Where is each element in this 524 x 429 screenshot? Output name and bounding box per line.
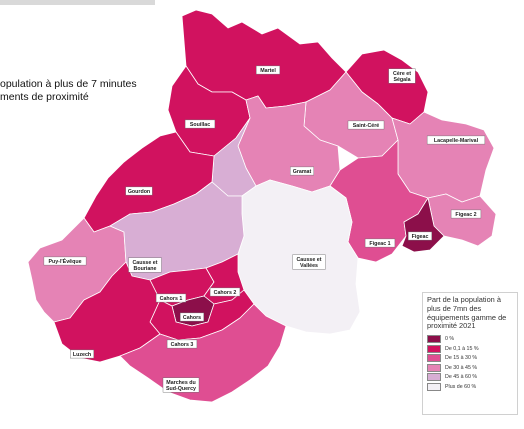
region-label-box — [347, 120, 385, 130]
region-label: Gourdon — [125, 186, 153, 196]
region-label-box — [256, 65, 281, 75]
region-label: Cahors 2 — [209, 287, 241, 297]
region-label-text: Saint-Céré — [353, 123, 380, 129]
legend-row: De 15 à 30 % — [427, 354, 513, 363]
region-label-box — [184, 119, 216, 129]
region-label-box — [450, 209, 482, 219]
region-label: Gramat — [290, 166, 315, 176]
legend-row: De 0,1 à 15 % — [427, 344, 513, 354]
region-label-text: Cahors 3 — [171, 342, 194, 348]
region-label: Puy-l'Évêque — [43, 256, 87, 266]
legend-label: Plus de 60 % — [445, 383, 477, 390]
legend-title: Part de la population à plus de 7mn des … — [427, 295, 507, 331]
legend-swatch — [427, 354, 441, 363]
region-label-box — [69, 349, 94, 359]
legend-label: De 15 à 30 % — [445, 355, 478, 362]
region-label: Cahors 1 — [155, 293, 187, 303]
region-label-box — [408, 231, 433, 241]
region-label: Figeac — [408, 231, 433, 241]
legend-label: 0 % — [445, 336, 455, 343]
region-label-text: Gramat — [293, 169, 312, 175]
region-label: Figeac 1 — [364, 238, 396, 248]
legend-row: 0 % — [427, 335, 513, 344]
legend-swatch — [427, 363, 441, 372]
region-label-text: Lacapelle-Marival — [434, 138, 479, 144]
region-label: Luzech — [69, 349, 94, 359]
region-label-text: Cahors 1 — [160, 296, 183, 302]
region-label-text: Figeac 2 — [455, 212, 476, 218]
region-label: Martel — [256, 65, 281, 75]
legend-row: De 30 à 45 % — [427, 363, 513, 373]
region-label: Lacapelle-Marival — [426, 135, 486, 145]
region-label-box — [292, 254, 326, 270]
region-label-box — [290, 166, 315, 176]
region-label: Souillac — [184, 119, 216, 129]
legend-row: De 45 à 60 % — [427, 373, 513, 382]
legend-swatch — [427, 373, 441, 382]
region-label-box — [155, 293, 187, 303]
legend-row: Plus de 60 % — [427, 382, 513, 392]
region-label-text: Figeac — [412, 234, 429, 240]
region-label-box — [179, 312, 204, 322]
region-label-box — [388, 68, 416, 84]
legend-label: De 30 à 45 % — [445, 364, 478, 371]
region-marches-du-sud-quercy[interactable] — [119, 303, 287, 403]
legend-label: De 0,1 à 15 % — [445, 345, 479, 352]
region-label-box — [43, 256, 87, 266]
map-legend: Part de la population à plus de 7mn des … — [422, 292, 518, 415]
region-label-box — [209, 287, 241, 297]
legend-swatch — [427, 382, 441, 391]
region-label-text: Puy-l'Évêque — [48, 257, 81, 265]
region-label-box — [426, 135, 486, 145]
region-label-text: Gourdon — [128, 189, 150, 195]
region-label-box — [166, 339, 198, 349]
legend-swatch — [427, 335, 441, 344]
region-label: Cahors — [179, 312, 204, 322]
region-label-box — [364, 238, 396, 248]
top-bar — [0, 0, 155, 5]
region-label-text: Luzech — [73, 352, 91, 358]
region-label: Cahors 3 — [166, 339, 198, 349]
legend-swatch — [427, 344, 441, 353]
region-label: Figeac 2 — [450, 209, 482, 219]
legend-label: De 45 à 60 % — [445, 374, 478, 381]
region-label-box — [162, 377, 200, 393]
region-label-text: Cahors 2 — [214, 290, 237, 296]
region-label: Saint-Céré — [347, 120, 385, 130]
region-label-text: Souillac — [190, 122, 210, 128]
map-caption: opulation à plus de 7 minutes ments de p… — [0, 78, 137, 103]
region-label-text: Figeac 1 — [369, 241, 390, 247]
region-label-text: Cahors — [183, 315, 201, 321]
region-label-text: Martel — [260, 68, 276, 74]
region-label-box — [125, 186, 153, 196]
region-label-box — [128, 257, 162, 273]
region-shapes — [27, 9, 497, 403]
